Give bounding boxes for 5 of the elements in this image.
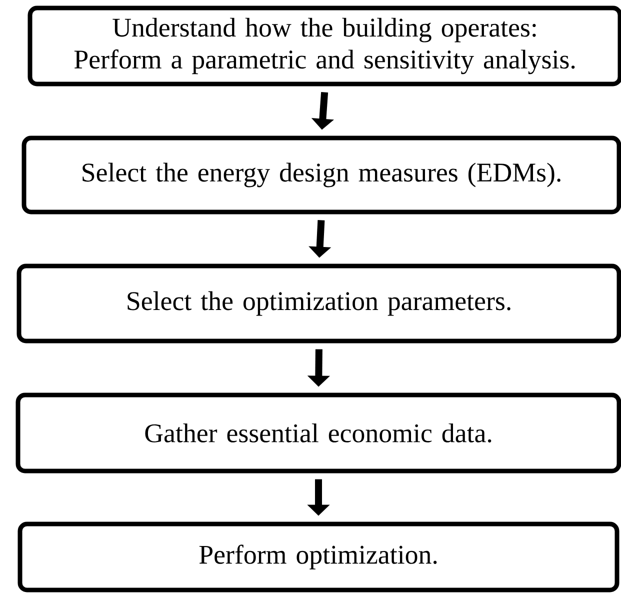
process-box: Perform optimization. [18, 522, 620, 592]
process-box: Select the optimization parameters. [16, 264, 621, 344]
process-box: Select the energy design measures (EDMs). [22, 136, 621, 214]
process-box: Understand how the building operates: Perform a parametric and sensitivity analysis. [28, 6, 621, 86]
process-box: Gather essential economic data. [16, 392, 621, 474]
